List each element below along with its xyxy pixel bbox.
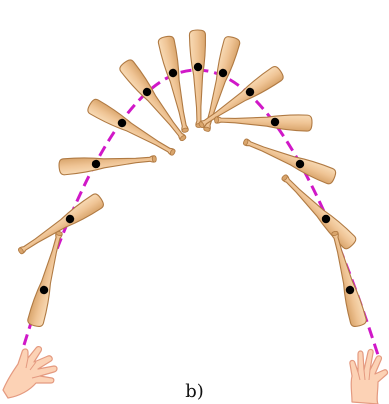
bat-icon — [157, 35, 193, 134]
bat-icon — [241, 134, 337, 185]
bat-icon — [189, 30, 207, 128]
bat-icon — [278, 171, 358, 251]
figure-caption: b) — [0, 381, 389, 402]
bat-icon — [58, 151, 157, 175]
bat-icon — [214, 112, 312, 131]
bat-sequence — [15, 30, 367, 328]
bat-icon — [15, 192, 105, 259]
